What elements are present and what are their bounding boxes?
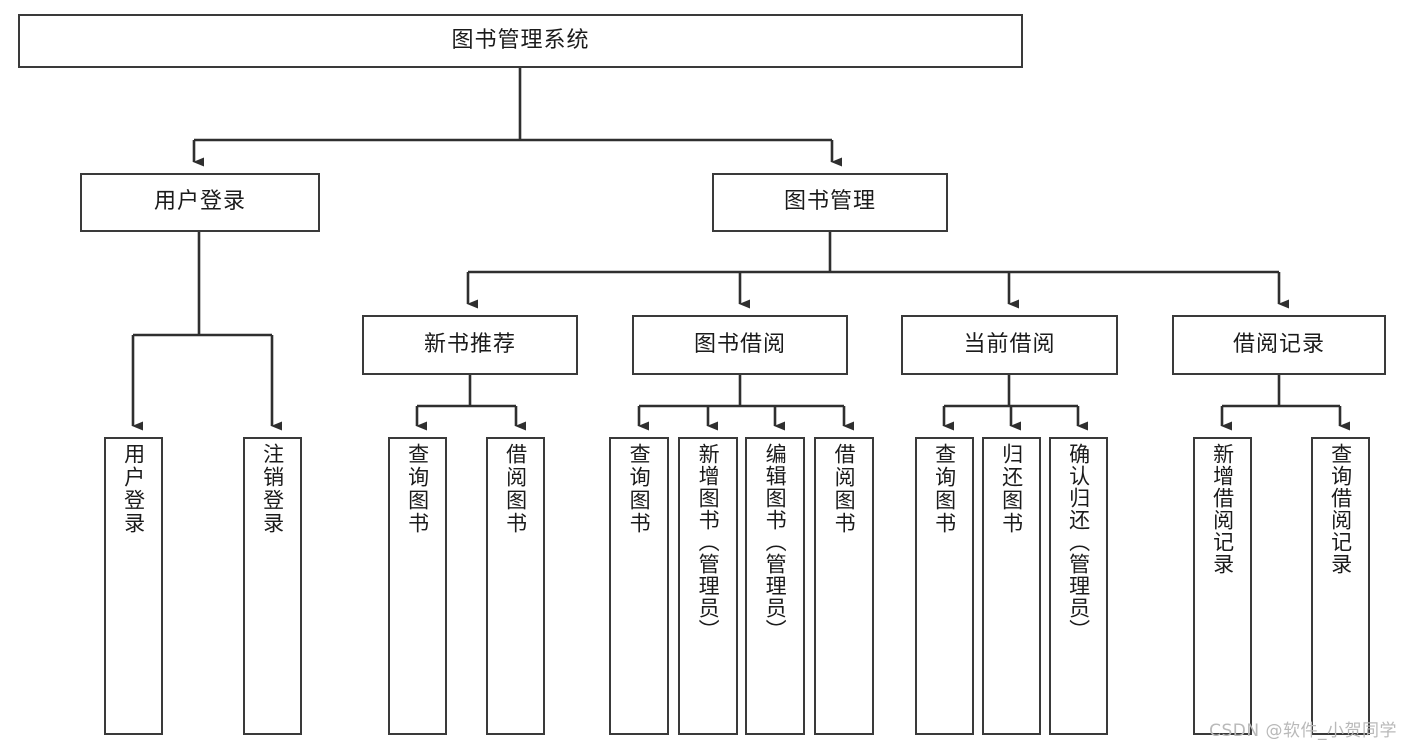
- leaf-add-book-label: 新增图书（管理员）: [696, 443, 721, 641]
- leaf-logout-login-label: 注销登录: [260, 443, 285, 535]
- leaf-query-record[interactable]: 查询借阅记录: [1311, 437, 1370, 735]
- leaf-user-login[interactable]: 用户登录: [104, 437, 163, 735]
- leaf-return-book-label: 归还图书: [999, 443, 1024, 535]
- leaf-borrow-book-1[interactable]: 借阅图书: [486, 437, 545, 735]
- node-borrow-record[interactable]: 借阅记录: [1172, 315, 1386, 375]
- leaf-add-record-label: 新增借阅记录: [1210, 443, 1235, 575]
- leaf-edit-book[interactable]: 编辑图书（管理员）: [745, 437, 805, 735]
- leaf-confirm-return[interactable]: 确认归还（管理员）: [1049, 437, 1108, 735]
- node-book-borrow[interactable]: 图书借阅: [632, 315, 848, 375]
- leaf-query-book-1[interactable]: 查询图书: [388, 437, 447, 735]
- leaf-add-record[interactable]: 新增借阅记录: [1193, 437, 1252, 735]
- leaf-logout-login[interactable]: 注销登录: [243, 437, 302, 735]
- leaf-query-book-1-label: 查询图书: [405, 443, 430, 535]
- node-new-book-recommend-label: 新书推荐: [423, 331, 516, 357]
- leaf-query-book-2-label: 查询图书: [627, 443, 652, 535]
- node-user-login-label: 用户登录: [153, 189, 246, 215]
- node-root-book-management-system[interactable]: 图书管理系统: [18, 14, 1023, 68]
- leaf-query-book-2[interactable]: 查询图书: [609, 437, 669, 735]
- node-book-manage-label: 图书管理: [783, 189, 876, 215]
- node-new-book-recommend[interactable]: 新书推荐: [362, 315, 578, 375]
- leaf-user-login-label: 用户登录: [121, 443, 146, 535]
- leaf-query-book-3[interactable]: 查询图书: [915, 437, 974, 735]
- node-book-manage[interactable]: 图书管理: [712, 173, 948, 232]
- leaf-borrow-book-2-label: 借阅图书: [832, 443, 857, 535]
- leaf-borrow-book-1-label: 借阅图书: [503, 443, 528, 535]
- leaf-query-book-3-label: 查询图书: [932, 443, 957, 535]
- node-current-borrow-label: 当前借阅: [963, 331, 1056, 357]
- node-root-label: 图书管理系统: [451, 27, 590, 53]
- leaf-add-book[interactable]: 新增图书（管理员）: [678, 437, 738, 735]
- leaf-confirm-return-label: 确认归还（管理员）: [1066, 443, 1091, 641]
- node-current-borrow[interactable]: 当前借阅: [901, 315, 1118, 375]
- leaf-borrow-book-2[interactable]: 借阅图书: [814, 437, 874, 735]
- leaf-edit-book-label: 编辑图书（管理员）: [763, 443, 788, 641]
- leaf-return-book[interactable]: 归还图书: [982, 437, 1041, 735]
- node-book-borrow-label: 图书借阅: [693, 331, 786, 357]
- leaf-query-record-label: 查询借阅记录: [1328, 443, 1353, 575]
- node-user-login[interactable]: 用户登录: [80, 173, 320, 232]
- node-borrow-record-label: 借阅记录: [1232, 331, 1325, 357]
